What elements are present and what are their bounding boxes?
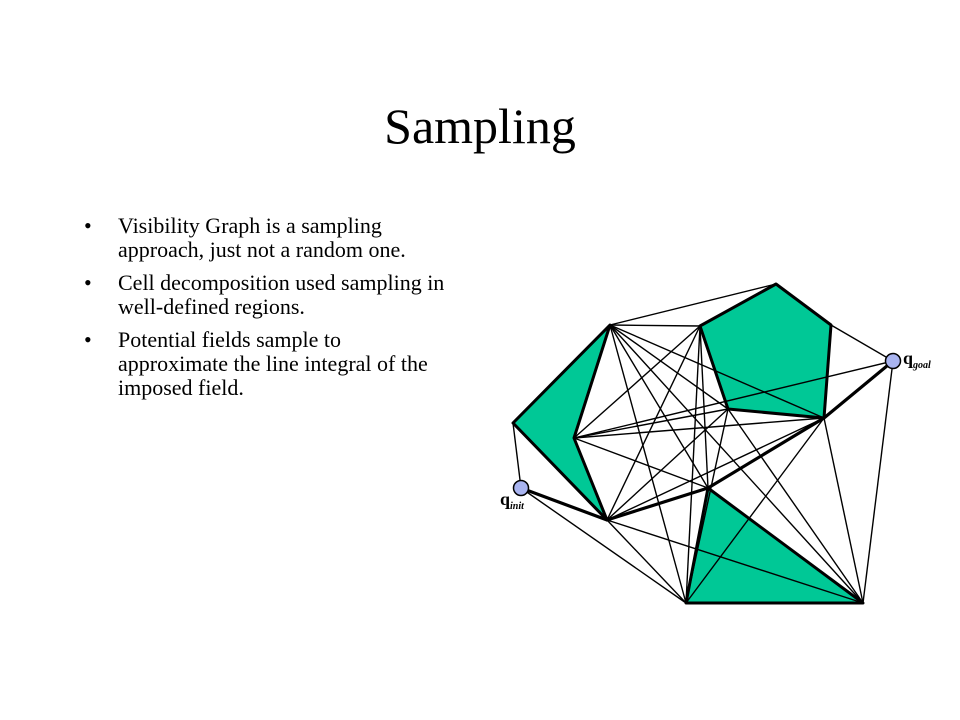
goal-label: qgoal [903, 348, 931, 371]
graph-edge [609, 324, 864, 604]
graph-edge [520, 487, 687, 604]
graph-edge [609, 324, 709, 489]
bullet-list: • Visibility Graph is a sampling approac… [84, 214, 456, 409]
start-label-q: q [500, 489, 510, 509]
bullet-text: Cell decomposition used sampling in well… [118, 270, 445, 319]
graph-edge [606, 408, 729, 521]
visibility-graph-svg: qinit qgoal [500, 282, 931, 605]
visibility-edges [512, 283, 894, 604]
shortest-path [520, 359, 895, 522]
graph-edge [606, 325, 701, 521]
bullet-item: • Visibility Graph is a sampling approac… [84, 214, 456, 262]
slide-title: Sampling [384, 98, 576, 154]
graph-edge [609, 324, 825, 419]
graph-edge [823, 417, 864, 604]
goal-label-q: q [903, 348, 913, 368]
bullet-dot: • [84, 213, 92, 238]
bullet-text: Potential fields sample to approximate t… [118, 327, 428, 400]
graph-edge [727, 408, 864, 604]
obstacle-bottom-triangle [684, 486, 865, 605]
start-label-sub: init [510, 501, 525, 512]
graph-edge [606, 519, 687, 604]
graph-edge [606, 417, 825, 521]
bullet-dot: • [84, 327, 92, 352]
graph-edge [609, 324, 701, 327]
graph-edge [573, 417, 825, 439]
graph-edge [699, 325, 709, 489]
bullet-item: • Potential fields sample to approximate… [84, 328, 456, 400]
graph-edge [573, 360, 894, 439]
goal-node [884, 352, 902, 370]
graph-edge [830, 324, 894, 362]
start-node [512, 479, 530, 497]
bullet-text: Visibility Graph is a sampling approach,… [118, 213, 406, 262]
graph-edge [573, 437, 709, 489]
graph-edge [609, 283, 777, 326]
graph-edge [685, 325, 701, 604]
graph-edge [609, 324, 729, 410]
goal-label-sub: goal [912, 360, 931, 371]
graph-edge [573, 325, 701, 439]
graph-edge [862, 360, 894, 604]
graph-edge [512, 422, 522, 489]
graph-edge [573, 408, 729, 439]
graph-edge [685, 408, 729, 604]
bullet-dot: • [84, 270, 92, 295]
graph-edge [606, 519, 864, 604]
visibility-graph-figure: qinit qgoal [490, 270, 960, 620]
obstacle-pentagon [698, 282, 833, 420]
bullet-item: • Cell decomposition used sampling in we… [84, 271, 456, 319]
graph-edge [609, 324, 687, 604]
graph-edge [685, 417, 825, 604]
start-label: qinit [500, 489, 525, 512]
